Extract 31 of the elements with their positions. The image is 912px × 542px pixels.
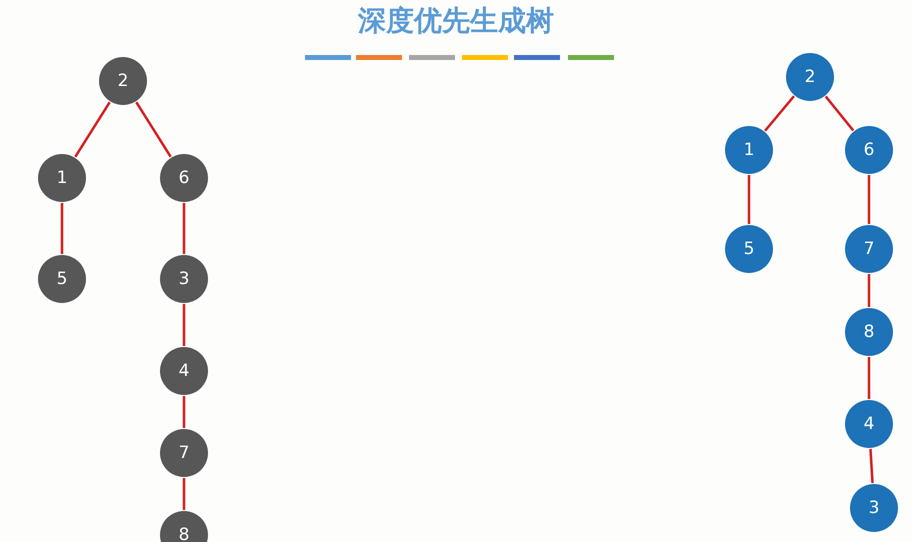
tree-edge — [135, 102, 172, 158]
tree-node-circle: 6 — [160, 154, 208, 202]
tree-edge — [748, 175, 750, 224]
tree-node-circle: 8 — [845, 308, 893, 356]
tree-edge — [869, 448, 874, 484]
tree-edge — [182, 203, 186, 254]
tree-edge — [74, 102, 111, 158]
tree-node-circle: 3 — [850, 484, 898, 532]
tree-node-circle: 8 — [160, 511, 208, 542]
tree-node-circle: 6 — [845, 126, 893, 174]
tree-node-circle: 4 — [845, 400, 893, 448]
tree-edge — [868, 357, 870, 399]
tree-edge — [764, 95, 795, 132]
tree-edge — [60, 203, 64, 254]
tree-node-circle: 5 — [725, 225, 773, 273]
tree-node-circle: 5 — [38, 255, 86, 303]
tree-node-circle: 4 — [160, 347, 208, 395]
title: 深度优先生成树 — [356, 3, 555, 39]
tree-node-circle: 7 — [845, 225, 893, 273]
tree-node-circle: 3 — [160, 255, 208, 303]
tree-node-circle: 7 — [160, 429, 208, 477]
tree-node-circle: 2 — [786, 53, 834, 101]
tree-edge — [868, 274, 870, 307]
tree-edge — [182, 478, 186, 510]
tree-edge — [824, 96, 854, 132]
tree-edge — [182, 304, 186, 346]
tree-edge — [182, 396, 186, 428]
tree-edge — [868, 175, 870, 224]
tree-node-circle: 2 — [99, 57, 147, 105]
tree-node-circle: 1 — [38, 154, 86, 202]
tree-node-circle: 1 — [725, 126, 773, 174]
